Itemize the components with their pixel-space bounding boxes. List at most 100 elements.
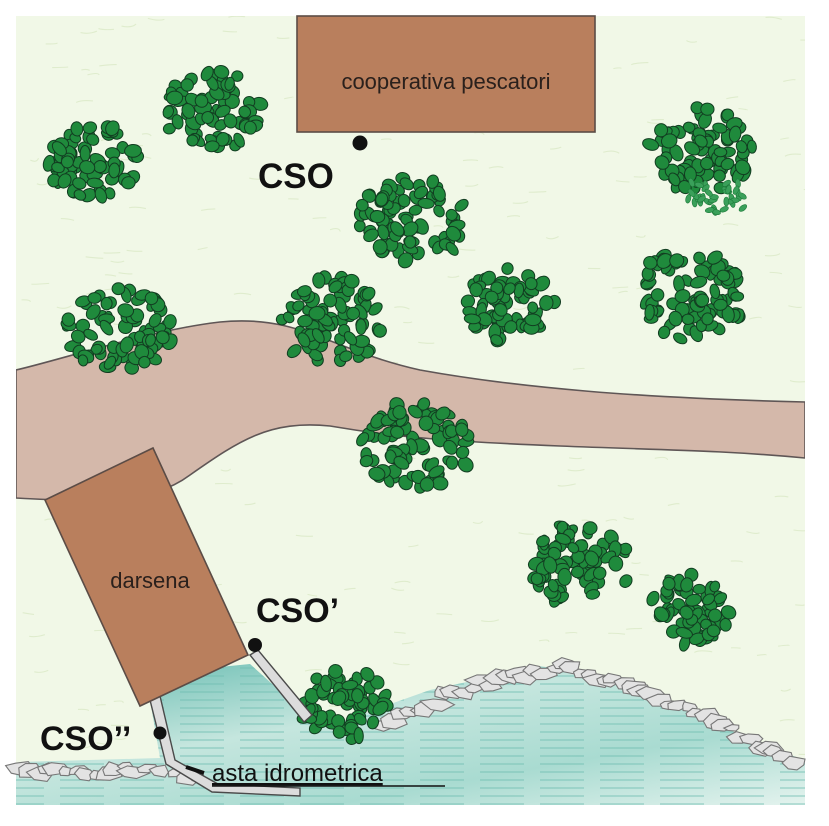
ground-speck bbox=[81, 68, 90, 71]
ground-speck bbox=[513, 306, 528, 311]
ground-speck bbox=[780, 137, 790, 140]
shrub-leaf bbox=[592, 566, 607, 580]
ground-speck bbox=[381, 138, 392, 141]
shrub-leaf bbox=[100, 296, 113, 311]
shrub-leaf bbox=[457, 456, 474, 473]
shrub-leaf bbox=[433, 204, 445, 218]
shrub-leaf bbox=[527, 301, 539, 314]
ground-speck bbox=[608, 632, 626, 635]
rock-icon bbox=[722, 724, 740, 732]
shrub-leaf bbox=[51, 162, 65, 174]
ground-speck bbox=[618, 290, 628, 294]
ground-speck bbox=[764, 253, 781, 257]
shrub-icon bbox=[639, 248, 746, 345]
ground-speck bbox=[623, 516, 635, 520]
ground-speck bbox=[85, 256, 104, 259]
ground-speck bbox=[626, 627, 643, 630]
shrub-leaf bbox=[308, 306, 326, 321]
shrub-leaf bbox=[735, 140, 748, 154]
outfall-marker-icon bbox=[248, 638, 262, 652]
shrub-leaf bbox=[709, 580, 721, 593]
shrub-leaf bbox=[656, 253, 673, 269]
shrub-leaf bbox=[404, 235, 417, 249]
shrub-icon bbox=[460, 262, 562, 348]
shrub-leaf bbox=[653, 606, 670, 623]
ground-speck bbox=[249, 177, 260, 180]
shrub-leaf bbox=[725, 184, 732, 195]
ground-speck bbox=[756, 654, 767, 656]
shrub-leaf bbox=[368, 302, 383, 316]
shrub-leaf bbox=[166, 90, 184, 106]
ground-speck bbox=[550, 146, 562, 150]
shrub-leaf bbox=[644, 303, 655, 321]
light-shrub bbox=[685, 177, 748, 216]
ground-speck bbox=[80, 30, 98, 34]
ground-speck bbox=[433, 225, 444, 228]
shrub-leaf bbox=[443, 439, 458, 455]
shrub-leaf bbox=[723, 196, 730, 207]
shrub-leaf bbox=[504, 320, 518, 334]
ground-speck bbox=[141, 133, 152, 137]
ground-speck bbox=[612, 286, 629, 289]
shrub-leaf bbox=[145, 333, 156, 347]
ground-speck bbox=[284, 96, 294, 100]
shrub-leaf bbox=[372, 239, 388, 255]
shrub-leaf bbox=[469, 282, 483, 298]
ground-speck bbox=[110, 724, 129, 727]
ground-speck bbox=[436, 613, 453, 616]
ground-speck bbox=[128, 206, 147, 210]
shrub-icon bbox=[60, 282, 178, 375]
shrub-leaf bbox=[713, 169, 726, 182]
shrub-leaf bbox=[536, 535, 550, 548]
shrub-leaf bbox=[356, 432, 370, 447]
ground-speck bbox=[30, 158, 39, 162]
shrub-leaf bbox=[103, 355, 117, 370]
ground-speck bbox=[220, 468, 232, 472]
shrub-leaf bbox=[297, 314, 313, 328]
shrub-leaf bbox=[85, 304, 101, 320]
shrub-leaf bbox=[369, 210, 386, 224]
shrub-leaf bbox=[180, 78, 194, 92]
shrub-leaf bbox=[351, 688, 364, 704]
ground-speck bbox=[403, 321, 413, 324]
ground-speck bbox=[104, 274, 117, 277]
shrub-leaf bbox=[375, 192, 389, 207]
shrub-leaf bbox=[679, 605, 694, 620]
shrub-leaf bbox=[557, 567, 572, 586]
ground-speck bbox=[565, 631, 578, 634]
shrub-leaf bbox=[328, 664, 343, 679]
ground-speck bbox=[765, 16, 782, 20]
outfall-marker-icon bbox=[153, 726, 167, 740]
shrub-leaf bbox=[344, 273, 360, 289]
water-ripples bbox=[16, 664, 805, 805]
building-cooperativa bbox=[296, 15, 596, 133]
gauge-leader bbox=[185, 765, 205, 775]
ground-speck bbox=[52, 66, 69, 69]
ground-speck bbox=[244, 502, 256, 506]
shrub-leaf bbox=[82, 121, 98, 135]
shrub-leaf bbox=[368, 466, 386, 481]
ground-speck bbox=[228, 16, 246, 18]
shrub-leaf bbox=[701, 312, 714, 326]
shrub-leaf bbox=[346, 306, 360, 321]
building-cooperativa-label: cooperativa pescatori bbox=[341, 69, 550, 94]
shrub-leaf bbox=[738, 204, 748, 212]
shrub-leaf bbox=[454, 198, 469, 212]
shrub-leaf bbox=[708, 608, 722, 623]
shrub-leaf bbox=[359, 455, 374, 468]
shrub-leaf bbox=[213, 64, 230, 79]
shrub-leaf bbox=[194, 94, 209, 108]
shrub-leaf bbox=[688, 177, 695, 188]
shrub-leaf bbox=[328, 280, 343, 294]
shrub-leaf bbox=[418, 415, 434, 432]
shrub-leaf bbox=[539, 295, 554, 311]
ground-speck bbox=[694, 650, 713, 653]
shrub-leaf bbox=[704, 207, 715, 214]
shrub-leaf bbox=[390, 221, 405, 237]
ground-speck bbox=[344, 587, 356, 591]
ground-speck bbox=[631, 62, 649, 66]
shrub-leaf bbox=[713, 146, 728, 158]
shrub-leaf bbox=[720, 605, 737, 620]
shrub-leaf bbox=[417, 197, 435, 209]
ground-speck bbox=[518, 532, 534, 535]
